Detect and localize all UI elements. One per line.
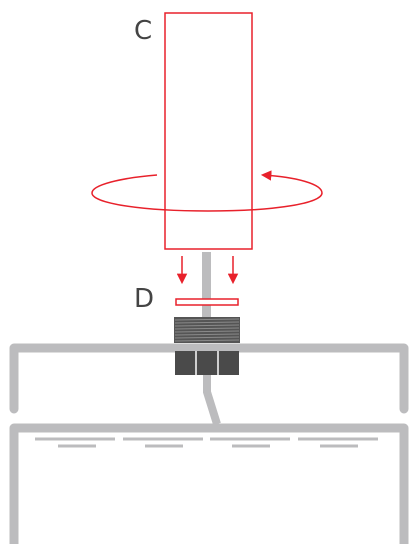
label-d: D (134, 284, 154, 314)
rotation-arrow-icon (91, 170, 323, 212)
sensor-cable (203, 375, 221, 426)
sensor-rod (202, 252, 211, 322)
mounting-bracket (9, 343, 409, 414)
threaded-fitting (174, 317, 240, 343)
label-c: C (134, 16, 152, 46)
lock-nut (175, 351, 239, 375)
seal-ring (175, 298, 239, 306)
tank-body (9, 423, 409, 544)
liquid-surface (35, 437, 378, 448)
sensor-housing (164, 12, 253, 250)
down-arrow-icon (176, 256, 239, 285)
